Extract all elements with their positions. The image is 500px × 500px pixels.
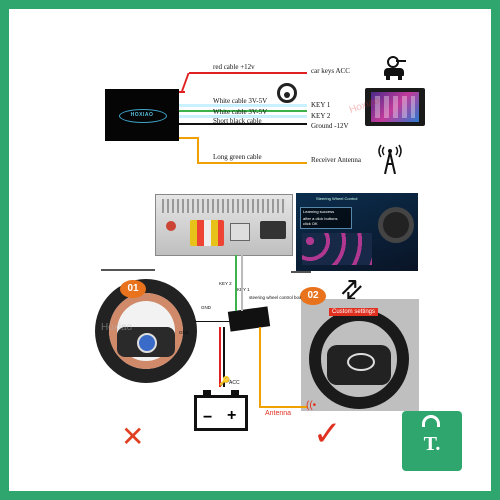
badge-02: 02 xyxy=(300,287,326,305)
yellow-wire-diag xyxy=(197,137,199,163)
control-module: HOXIAO xyxy=(105,89,179,141)
white-wire-1-label: White cable 3V-5V xyxy=(213,97,268,105)
black-wire xyxy=(179,123,307,125)
box-ground-wire xyxy=(195,321,231,322)
box-red-wire xyxy=(219,327,221,387)
diagram-canvas: HOXIAO red cable +12v White cable 3V-5V … xyxy=(9,9,491,491)
antenna-wire xyxy=(259,406,307,408)
box-black-wire xyxy=(223,327,225,387)
acc-label: car keys ACC xyxy=(311,67,350,75)
black-wire-label: Short black cable xyxy=(213,117,262,125)
module-logo-text: HOXIAO xyxy=(130,112,154,118)
key2-label: KEY 2 xyxy=(311,112,331,120)
white-wire-2-label: White cable 3V-5V xyxy=(213,108,268,116)
key1-label: KEY 1 xyxy=(311,101,331,109)
car-key-icon xyxy=(382,56,406,82)
head-unit-icon xyxy=(365,88,425,126)
signal-icon: ((• xyxy=(306,400,317,411)
yellow-wire-run xyxy=(197,162,307,164)
yellow-wire xyxy=(179,137,199,139)
gnd-top-label: GND xyxy=(201,305,211,310)
battery-icon: − + xyxy=(194,390,248,431)
screen-after: after a click buttons xyxy=(303,215,338,221)
screen-title: Steering Wheel Control xyxy=(316,196,358,201)
gnd-left-label: GND xyxy=(179,330,189,335)
box-yellow-wire xyxy=(259,327,261,407)
white-wire-2 xyxy=(179,115,307,118)
red-wire-label: red cable +12v xyxy=(213,63,255,71)
ground-label: Ground -12V xyxy=(311,122,349,130)
key2-bottom-label: KEY 2 xyxy=(219,281,232,286)
acc-bottom-label: ACC xyxy=(229,380,240,386)
steering-wheel-icon xyxy=(277,83,297,103)
key1-bottom-label: KEY 1 xyxy=(237,287,250,292)
custom-settings-tag: Custom settings xyxy=(329,308,379,316)
module-logo xyxy=(119,109,167,123)
control-box-label: steering wheel control box xyxy=(249,295,302,300)
green-wire xyxy=(179,110,307,112)
right-harness-wire xyxy=(291,271,311,273)
left-harness-wire xyxy=(101,269,155,271)
yellow-wire-label: Long green cable xyxy=(213,153,262,161)
red-wire-run xyxy=(189,72,307,74)
small-car-key-icon: 🔑 xyxy=(219,376,231,386)
screen-click: click OK xyxy=(303,220,318,226)
store-letter: T. xyxy=(423,433,441,455)
watermark-left: Hoxiao xyxy=(101,322,133,333)
shopping-bag-icon: T. xyxy=(402,411,462,471)
steering-wheel-photo-left xyxy=(95,279,199,389)
radio-to-box-wire-white xyxy=(241,255,243,311)
red-wire-diag xyxy=(180,73,190,93)
badge-01: 01 xyxy=(120,280,146,298)
cross-icon: ✕ xyxy=(121,420,145,453)
check-icon: ✓ xyxy=(313,414,342,454)
white-wire-1 xyxy=(179,104,307,107)
radio-to-box-wire-green xyxy=(235,255,237,311)
steering-wheel-photo-right xyxy=(301,299,419,411)
screen-learning: Learning success xyxy=(303,209,335,214)
steering-control-screen: Steering Wheel Control Learning success … xyxy=(296,193,418,271)
antenna-label: Receiver Antenna xyxy=(311,156,361,164)
antenna-bottom-label: Antenna xyxy=(265,410,292,417)
antenna-tower-icon xyxy=(378,144,402,174)
radio-back-panel xyxy=(155,194,293,256)
